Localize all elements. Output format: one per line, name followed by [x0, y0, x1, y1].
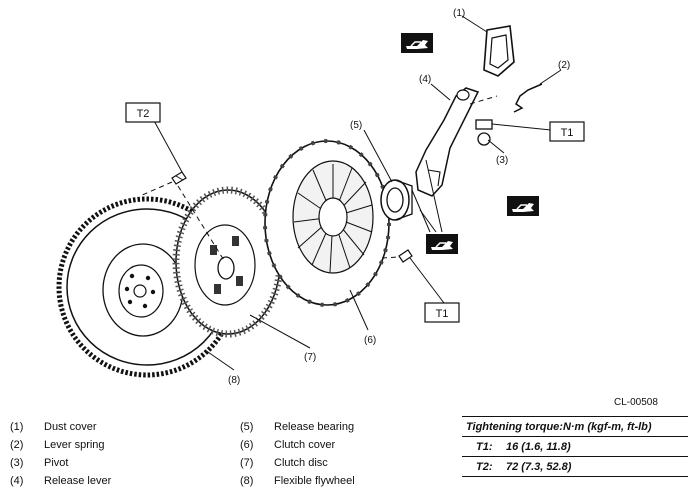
legend-item: (2) Lever spring	[10, 439, 105, 451]
legend-item: (5) Release bearing	[240, 421, 354, 433]
legend-number: (2)	[10, 439, 24, 451]
torque-value: 72 (7.3, 52.8)	[506, 461, 572, 473]
torque-title: Tightening torque:N·m (kgf-m, ft-lb)	[462, 416, 688, 437]
legend-item: (1) Dust cover	[10, 421, 97, 433]
torque-row: T1: 16 (1.6, 11.8)	[462, 437, 688, 457]
dust-cover-part	[483, 25, 515, 77]
torque-table: Tightening torque:N·m (kgf-m, ft-lb) T1:…	[462, 416, 688, 477]
legend-item: (4) Release lever	[10, 475, 111, 487]
callout-8: (8)	[228, 375, 240, 386]
torque-row: T2: 72 (7.3, 52.8)	[462, 457, 688, 477]
torque-box-t1-cover: T1	[424, 302, 460, 323]
callout-5: (5)	[350, 120, 362, 131]
torque-key: T1:	[476, 441, 493, 453]
torque-key: T2:	[476, 461, 493, 473]
legend-number: (7)	[240, 457, 254, 469]
legend-item: (3) Pivot	[10, 457, 68, 469]
torque-box-t1-pivot: T1	[549, 121, 585, 142]
grease-icon	[506, 195, 540, 217]
callout-6: (6)	[364, 335, 376, 346]
legend-item: (6) Clutch cover	[240, 439, 335, 451]
flywheel-bolt-part	[171, 171, 187, 185]
torque-value: 16 (1.6, 11.8)	[506, 441, 571, 453]
legend-number: (4)	[10, 475, 24, 487]
callout-7: (7)	[304, 352, 316, 363]
legend-number: (6)	[240, 439, 254, 451]
grease-icon	[425, 233, 459, 255]
legend-number: (5)	[240, 421, 254, 433]
release-lever-part	[415, 87, 480, 197]
legend-number: (3)	[10, 457, 24, 469]
legend-number: (8)	[240, 475, 254, 487]
legend-label: Clutch disc	[274, 457, 328, 469]
legend-label: Pivot	[44, 457, 69, 469]
legend-label: Clutch cover	[274, 439, 336, 451]
legend-label: Flexible flywheel	[274, 475, 355, 487]
legend-label: Release lever	[44, 475, 112, 487]
legend-label: Lever spring	[44, 439, 105, 451]
callout-3: (3)	[496, 155, 508, 166]
callout-1: (1)	[453, 8, 465, 19]
cover-bolt-part	[398, 249, 413, 263]
clutch-disc-part	[172, 186, 284, 338]
legend-number: (1)	[10, 421, 24, 433]
grease-icon	[400, 32, 434, 54]
legend-item: (7) Clutch disc	[240, 457, 328, 469]
legend-label: Release bearing	[274, 421, 355, 433]
torque-box-label: T1	[436, 308, 449, 320]
legend-item: (8) Flexible flywheel	[240, 475, 355, 487]
clutch-cover-part	[263, 139, 391, 307]
torque-box-label: T1	[561, 127, 574, 139]
legend-label: Dust cover	[44, 421, 97, 433]
torque-box-label: T2	[137, 108, 150, 120]
callout-4: (4)	[419, 74, 431, 85]
release-bearing-part	[380, 179, 413, 221]
diagram-code: CL-00508	[614, 397, 658, 408]
torque-box-t2: T2	[125, 102, 161, 123]
callout-2: (2)	[558, 60, 570, 71]
lever-spring-part	[513, 83, 543, 113]
